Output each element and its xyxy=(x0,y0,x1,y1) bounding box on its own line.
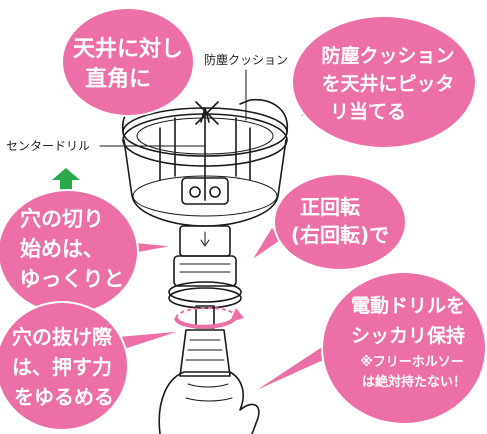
bubble-start-slow-line1: 穴の切り xyxy=(20,207,104,231)
bubble-cushion-fit-line2: を天井にピッタ xyxy=(321,73,454,95)
center-drill-label: センタードリル xyxy=(6,139,90,153)
bubble-cushion-fit-line3: リ当てる xyxy=(330,100,406,123)
bubble-hold-drill: 電動ドリルを シッカリ保持 ※フリーホルソー は絶対持たない！ xyxy=(321,271,487,425)
dust-cushion-callout: 防塵クッション xyxy=(204,52,288,121)
bubble-start-slow-line3: ゆっくりと xyxy=(20,267,125,291)
perpendicular-mark xyxy=(195,101,219,125)
up-arrow-icon xyxy=(52,168,80,192)
bubble-hold-drill-line1: 電動ドリルを xyxy=(351,295,465,317)
bubble-hold-drill-note1: ※フリーホルソー xyxy=(360,355,464,370)
bubble-release-line1: 穴の抜け際 xyxy=(12,325,113,349)
bubble-rotation: 正回転 (右回転)で xyxy=(273,173,407,271)
bubble-hold-drill-line2: シッカリ保持 xyxy=(351,324,465,347)
bubble-perpendicular-line2: 直角に xyxy=(85,66,151,92)
bubble-cushion-fit-line1: 防塵クッション xyxy=(321,44,454,67)
bubble-start-slow-line2: 始めは、 xyxy=(20,237,104,261)
dust-cushion-label: 防塵クッション xyxy=(204,52,288,67)
bubble-perpendicular-line1: 天井に対し xyxy=(73,37,183,62)
rotation-arrow-icon xyxy=(174,306,244,329)
bubble-hold-drill-note2: は絶対持たない！ xyxy=(362,374,466,390)
bubble-release-line3: をゆるめる xyxy=(14,385,114,409)
bubble-release: 穴の抜け際 は、押す力 をゆるめる xyxy=(0,301,129,431)
bubble-rotation-line1: 正回転 xyxy=(300,195,360,219)
bubble-cushion-fit: 防塵クッション を天井にピッタ リ当てる xyxy=(291,15,477,149)
bubble-rotation-line2: (右回転)で xyxy=(291,223,389,247)
center-drill-callout: センタードリル xyxy=(6,139,205,153)
bubble-perpendicular: 天井に対し 直角に xyxy=(61,7,195,117)
bubble-start-slow: 穴の切り 始めは、 ゆっくりと xyxy=(0,189,139,315)
bubble-release-line2: は、押す力 xyxy=(12,355,112,379)
